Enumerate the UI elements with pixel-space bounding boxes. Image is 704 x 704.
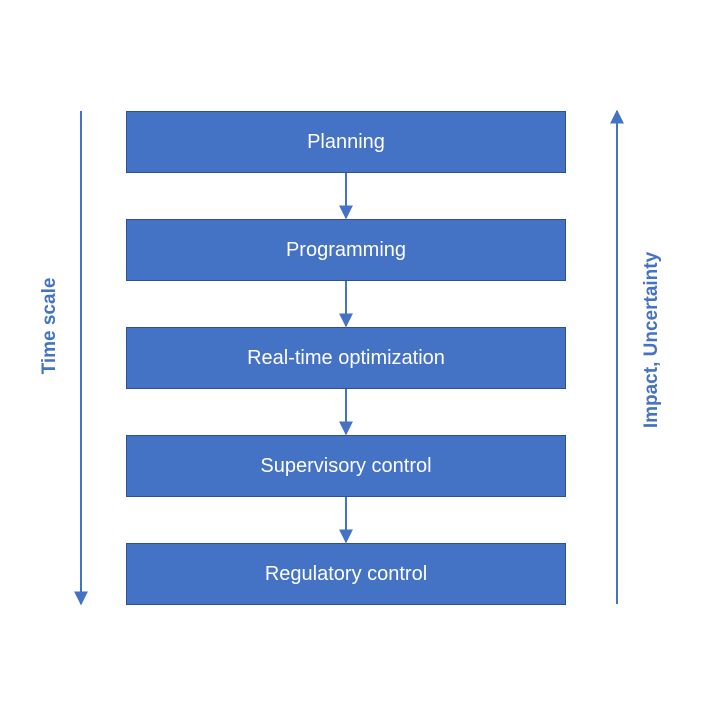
level-label: Supervisory control: [260, 454, 432, 477]
level-box-real-time-optimization: Real-time optimization: [126, 327, 566, 389]
level-box-programming: Programming: [126, 219, 566, 281]
level-box-supervisory-control: Supervisory control: [126, 435, 566, 497]
level-label: Regulatory control: [264, 562, 428, 585]
level-box-regulatory-control: Regulatory control: [126, 543, 566, 605]
level-box-planning: Planning: [126, 111, 566, 173]
time-scale-label: Time scale: [39, 277, 60, 375]
impact-uncertainty-label: Impact, Uncertainty: [641, 251, 662, 429]
level-label: Planning: [307, 130, 385, 153]
level-label: Programming: [285, 238, 407, 261]
level-label: Real-time optimization: [247, 346, 445, 369]
